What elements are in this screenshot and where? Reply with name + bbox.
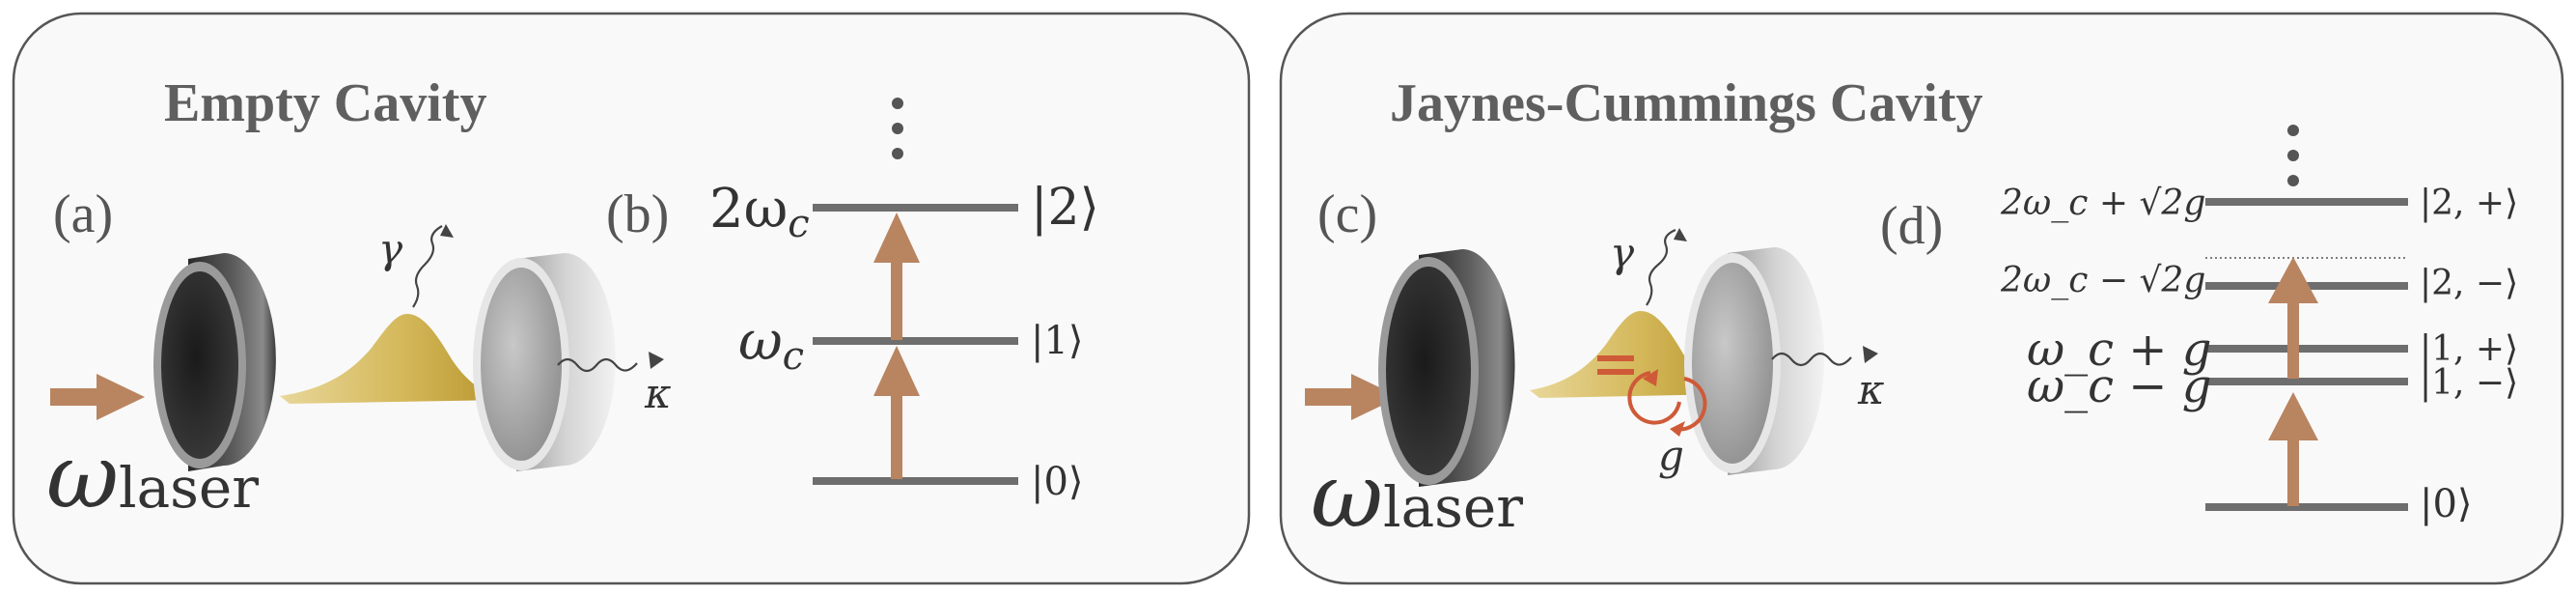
kappa-label: κ: [1857, 366, 1885, 413]
coupling-icon: [1597, 355, 1707, 437]
laser-frequency-label: ωlaser: [1311, 444, 1523, 548]
ket-label-1: |1⟩: [1031, 319, 1084, 363]
left-mirror-icon: [1378, 249, 1515, 487]
laser-arrow-icon: [1305, 374, 1399, 420]
panel-frame: [1279, 12, 2564, 585]
gamma-decay-icon: [412, 224, 454, 308]
coupling-label: g: [1658, 432, 1684, 479]
panel-jaynes-cummings-cavity: Jaynes-Cummings Cavity (c) (d) ωlaser: [1279, 12, 2564, 585]
ket-label-1-plus: |1, +⟩: [2420, 329, 2518, 369]
ket-label-2: |2⟩: [1031, 179, 1099, 237]
energy-label-1-plus: ω_c + g: [2027, 323, 2211, 377]
cavity-mode-gaussian: [1530, 311, 1730, 398]
subfigure-label-d: (d): [1880, 196, 1943, 256]
right-mirror-icon: [473, 253, 616, 471]
subfigure-label-b: (b): [606, 184, 669, 244]
ket-label-2-minus: |2, −⟩: [2420, 264, 2518, 303]
ket-label-0: |0⟩: [2420, 482, 2473, 526]
gamma-label: γ: [378, 225, 403, 272]
ladder-dots-icon: [2287, 125, 2299, 186]
ket-label-1-minus: |1, −⟩: [2420, 363, 2518, 403]
light-mirror-wrapper: [1684, 247, 1825, 475]
panel-title: Jaynes-Cummings Cavity: [1390, 73, 1982, 133]
energy-label-2-plus: 2ω_c + √2g: [2000, 184, 2205, 223]
excitation-arrow-icon: [873, 212, 920, 479]
energy-label-2: 2ωc: [709, 178, 810, 246]
panel-frame: [12, 12, 1251, 585]
subfigure-label-a: (a): [53, 184, 113, 244]
laser-arrow-icon: [50, 374, 145, 420]
excitation-arrow-icon: [2268, 257, 2318, 506]
kappa-decay-icon: [1771, 346, 1878, 367]
energy-label-1-minus: ω_c − g: [2027, 359, 2211, 413]
subfigure-label-c: (c): [1317, 184, 1377, 244]
ket-label-0: |0⟩: [1031, 460, 1084, 504]
gamma-decay-icon: [1646, 228, 1687, 306]
panel-title: Empty Cavity: [164, 73, 486, 133]
left-mirror-icon: [153, 253, 276, 471]
kappa-decay-icon: [557, 352, 664, 373]
right-mirror-icon: [1684, 247, 1825, 475]
ket-label-2-plus: |2, +⟩: [2420, 184, 2518, 223]
cavity-mode-gaussian: [280, 314, 502, 404]
kappa-label: κ: [644, 370, 672, 417]
gamma-label: γ: [1610, 229, 1635, 276]
energy-label-2-minus: 2ω_c − √2g: [2000, 261, 2205, 300]
panel-empty-cavity: Empty Cavity (a) (b) ωlaser: [12, 12, 1251, 585]
energy-label-1: ωc: [738, 310, 804, 379]
ladder-dots-icon: [892, 98, 903, 159]
